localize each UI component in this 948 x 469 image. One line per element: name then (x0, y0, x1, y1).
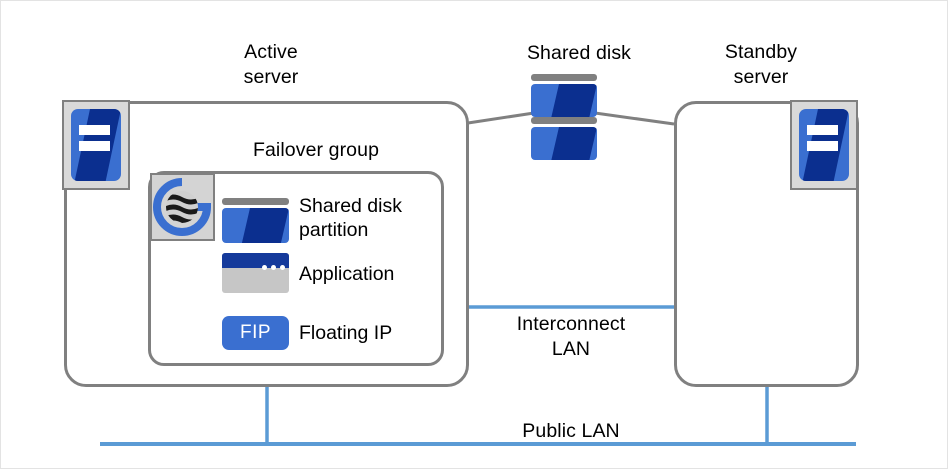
standby-server-icon (790, 100, 858, 190)
public-lan-label: Public LAN (522, 420, 620, 442)
application-icon (222, 253, 289, 293)
shared-disk-partition-label: Shared disk partition (299, 195, 402, 241)
failover-group-label: Failover group (252, 139, 380, 161)
shared-disk-label: Shared disk (526, 42, 632, 64)
shared-disk-cap-bottom (531, 117, 597, 124)
application-label: Application (299, 263, 395, 285)
failover-group-box[interactable] (148, 171, 444, 366)
standby-server-box[interactable] (674, 101, 859, 387)
shared-disk-shade-top (551, 84, 597, 117)
shared-disk-shade-bottom (551, 127, 597, 160)
shared-disk-partition-icon (222, 198, 289, 243)
app-dot-2 (271, 265, 276, 270)
link-disk-to-active (467, 111, 535, 125)
disk-platter (222, 208, 289, 243)
shared-disk-platter-top (531, 84, 597, 117)
app-dot-1 (262, 265, 267, 270)
shared-disk-icon-bottom (531, 117, 597, 160)
active-server-box[interactable] (64, 101, 469, 387)
standby-server-icon-bar-bottom (807, 140, 838, 151)
shared-disk-icon-top (531, 74, 597, 117)
link-disk-to-standby (594, 111, 675, 126)
floating-ip-label: Floating IP (299, 322, 393, 344)
shared-disk-platter-bottom (531, 127, 597, 160)
fip-badge: FIP (222, 316, 289, 350)
active-server-icon (62, 100, 130, 190)
disk-shade (242, 208, 289, 243)
app-titlebar (222, 253, 289, 269)
expresscluster-g-logo-icon (150, 173, 215, 241)
interconnect-lan-label: Interconnect LAN (516, 313, 626, 360)
server-icon-bar-top (79, 124, 110, 135)
standby-server-label: Standby server (724, 41, 798, 88)
active-server-label: Active server (243, 41, 299, 88)
disk-cap (222, 198, 289, 205)
g-logo-svg (153, 178, 212, 236)
shared-disk-cap-top (531, 74, 597, 81)
server-icon-body (71, 109, 121, 181)
standby-server-icon-body (799, 109, 849, 181)
standby-server-icon-bar-top (807, 124, 838, 135)
server-icon-bar-bottom (79, 140, 110, 151)
app-dot-3 (280, 265, 285, 270)
